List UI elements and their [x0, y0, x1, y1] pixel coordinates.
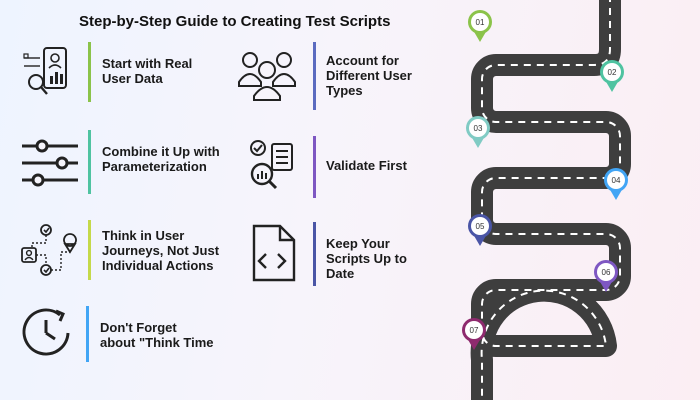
map-pin-04: 04 [604, 168, 628, 200]
map-pin-06: 06 [594, 260, 618, 292]
step-03-accent-bar [88, 130, 91, 194]
user-group-icon [238, 52, 296, 101]
step-04-label: Validate First [326, 158, 407, 173]
road-lane-markings [480, 0, 621, 400]
map-pin-05: 05 [468, 214, 492, 246]
map-pin-number: 07 [470, 326, 479, 335]
map-pin-01: 01 [468, 10, 492, 42]
code-file-icon [252, 224, 296, 282]
step-06-accent-bar [313, 222, 316, 286]
step-04-accent-bar [313, 136, 316, 198]
map-pin-number: 02 [608, 68, 617, 77]
checklist-magnifier-icon [250, 140, 293, 190]
map-pin-number: 04 [612, 176, 621, 185]
clock-icon [22, 308, 70, 356]
map-pin-number: 01 [476, 18, 485, 27]
road-surface [470, 0, 631, 400]
step-03-label: Combine it Up with Parameterization [102, 144, 220, 174]
map-pin-number: 03 [474, 124, 483, 133]
step-06-label: Keep Your Scripts Up to Date [326, 236, 407, 281]
page-title: Step-by-Step Guide to Creating Test Scri… [79, 13, 391, 30]
step-01-label: Start with Real User Data [102, 56, 193, 86]
step-01-accent-bar [88, 42, 91, 102]
phone-analytics-icon [23, 47, 67, 95]
map-pin-02: 02 [600, 60, 624, 92]
map-pin-07: 07 [462, 318, 486, 350]
map-pin-03: 03 [466, 116, 490, 148]
map-pin-number: 05 [476, 222, 485, 231]
map-pin-number: 06 [602, 268, 611, 277]
step-05-accent-bar [88, 220, 91, 280]
step-02-accent-bar [313, 42, 316, 110]
step-02-label: Account for Different User Types [326, 53, 412, 98]
winding-road: 01 02 03 04 05 06 07 [462, 0, 631, 400]
step-07-label: Don't Forget about "Think Time [100, 320, 214, 350]
step-05-label: Think in User Journeys, Not Just Individ… [102, 228, 220, 273]
sliders-icon [22, 139, 78, 187]
step-07-accent-bar [86, 306, 89, 362]
journey-map-icon [21, 224, 77, 276]
